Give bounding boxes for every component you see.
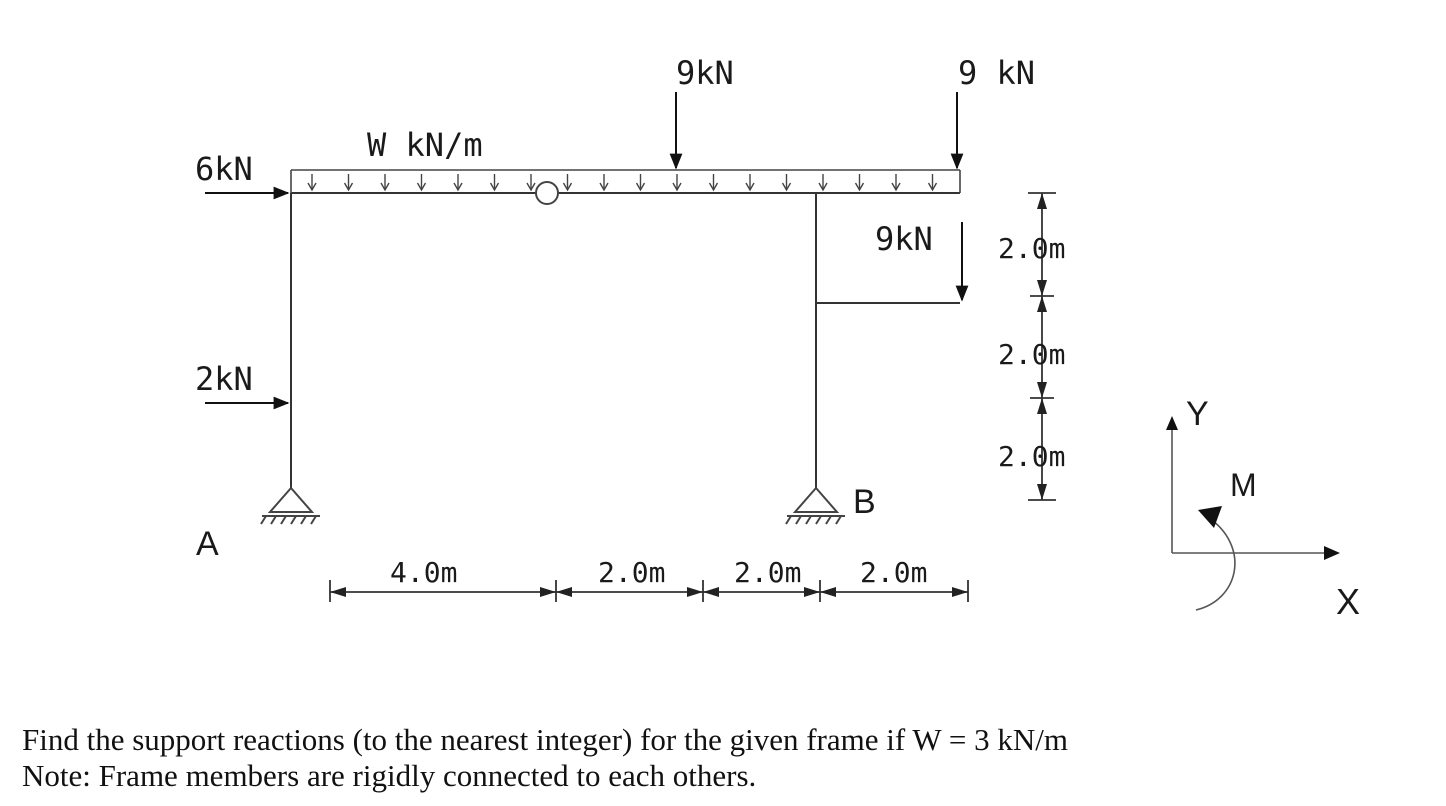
axis-x-label: X bbox=[1336, 581, 1360, 622]
dimension-v-2: 2.0m bbox=[998, 338, 1065, 371]
udl-arrow-head bbox=[927, 182, 938, 192]
support-a-label: A bbox=[196, 525, 219, 563]
distributed-load-label: W kN/m bbox=[367, 126, 483, 164]
dimension-h-2: 2.0m bbox=[598, 556, 665, 589]
pin-support-b bbox=[785, 486, 845, 525]
udl-arrow-head bbox=[818, 182, 828, 192]
dimension-v-1: 2.0m bbox=[998, 232, 1065, 265]
udl-arrow-head bbox=[526, 182, 536, 192]
udl-arrow-head bbox=[708, 182, 719, 192]
horizontal-load-mid-label: 2kN bbox=[195, 360, 253, 398]
y-axis-arrowhead bbox=[1166, 416, 1178, 430]
udl-arrow-head bbox=[745, 182, 755, 192]
udl-arrow-head bbox=[891, 182, 901, 192]
udl-arrow-head bbox=[343, 182, 354, 192]
udl-arrow-head bbox=[453, 182, 463, 192]
distributed-load-arrows bbox=[307, 174, 938, 192]
moment-arc bbox=[1195, 519, 1236, 611]
dimension-h-3: 2.0m bbox=[734, 556, 801, 589]
bracket-load-label: 9kN bbox=[875, 220, 933, 258]
udl-arrow-head bbox=[307, 182, 317, 192]
udl-arrow-head bbox=[854, 182, 865, 192]
problem-statement: Find the support reactions (to the neare… bbox=[22, 722, 1422, 794]
pin-support-a bbox=[260, 486, 320, 525]
udl-arrow-head bbox=[489, 182, 500, 192]
point-load-top-right-label: 9 kN bbox=[958, 54, 1035, 92]
problem-question: Find the support reactions (to the neare… bbox=[22, 722, 1068, 757]
udl-arrow-head bbox=[599, 182, 609, 192]
udl-arrow-head bbox=[562, 182, 573, 192]
point-loads bbox=[205, 92, 969, 410]
udl-arrow-head bbox=[380, 182, 390, 192]
moment-label: M bbox=[1230, 467, 1257, 503]
vertical-dimension-arrows bbox=[1037, 193, 1047, 500]
axis-y-label: Y bbox=[1186, 395, 1209, 433]
dimension-h-4: 2.0m bbox=[860, 556, 927, 589]
dimension-v-3: 2.0m bbox=[998, 440, 1065, 473]
udl-arrow-head bbox=[416, 182, 427, 192]
horizontal-dimension-arrows bbox=[330, 587, 968, 597]
support-b-label: B bbox=[853, 483, 876, 521]
dimension-h-1: 4.0m bbox=[390, 556, 457, 589]
udl-arrow-head bbox=[672, 182, 682, 192]
moment-arrowhead bbox=[1198, 506, 1222, 528]
problem-note: Note: Frame members are rigidly connecte… bbox=[22, 758, 757, 793]
point-load-top-left-label: 9kN bbox=[676, 54, 734, 92]
udl-arrow-head bbox=[781, 182, 792, 192]
horizontal-load-top-label: 6kN bbox=[195, 150, 253, 188]
internal-hinge bbox=[535, 181, 559, 205]
x-axis-arrowhead bbox=[1324, 546, 1340, 560]
coordinate-axes bbox=[1171, 420, 1328, 611]
distributed-load bbox=[290, 169, 961, 193]
frame-diagram: W kN/m 9kN 9 kN 9kN 6kN 2kN A B bbox=[195, 54, 1360, 622]
horizontal-dimension-line bbox=[329, 580, 969, 602]
frame-members bbox=[290, 192, 960, 488]
udl-arrow-head bbox=[635, 182, 646, 192]
